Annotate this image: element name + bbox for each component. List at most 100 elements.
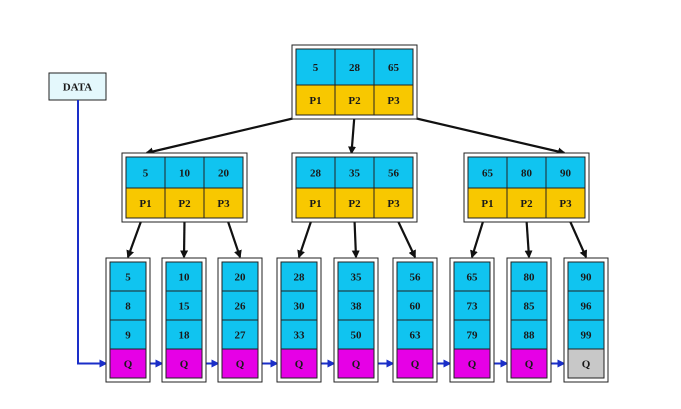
leaf-q-1: Q	[165, 348, 203, 379]
leaf-q-4: Q	[337, 348, 375, 379]
internal-key-0-2-label: 20	[218, 168, 230, 180]
leaf-key-3-2-label: 33	[294, 330, 306, 342]
internal-key-2-0: 65	[467, 156, 508, 189]
internal-pointer-0-2-label: P3	[217, 198, 230, 210]
leaf-key-3-2: 33	[280, 319, 318, 350]
internal-pointer-2-1-label: P2	[520, 198, 533, 210]
leaf-q-7: Q	[510, 348, 548, 379]
leaf-key-1-0: 10	[165, 261, 203, 292]
internal-pointer-0-2: P3	[203, 187, 244, 219]
leaf-node-2: 20 26 27Q	[217, 257, 263, 383]
root-pointer-0-label: P1	[309, 95, 321, 107]
leaf-key-7-2-bg	[510, 319, 548, 350]
internal-pointer-1-0: P1	[295, 187, 336, 219]
internal-key-0-1: 10	[164, 156, 205, 189]
leaf-key-8-2-label: 99	[581, 330, 593, 342]
leaf-key-4-2-bg	[337, 319, 375, 350]
leaf-key-8-0-label: 90	[581, 272, 593, 284]
internal-pointer-1-1: P2	[334, 187, 375, 219]
internal-pointer-1-0-label: P1	[309, 198, 321, 210]
internal-key-0-1-label: 10	[179, 168, 191, 180]
leaf-key-2-2-label: 27	[235, 330, 247, 342]
leaf-q-7-label: Q	[525, 359, 534, 371]
leaf-key-0-0: 5	[109, 261, 147, 292]
leaf-key-5-0-label: 56	[410, 272, 422, 284]
leaf-q-6-label: Q	[468, 359, 477, 371]
internal-pointer-1-1-label: P2	[348, 198, 361, 210]
leaf-key-7-0: 80	[510, 261, 548, 292]
internal-pointer-2-0-label: P1	[481, 198, 493, 210]
leaf-key-0-2-bg	[109, 319, 147, 350]
leaf-key-2-1-bg	[221, 290, 259, 321]
leaf-key-2-1: 26	[221, 290, 259, 321]
leaf-key-6-2: 79	[453, 319, 491, 350]
leaf-key-0-1-label: 8	[125, 301, 131, 313]
internal-key-2-2-label: 90	[560, 168, 572, 180]
leaf-q-1-bg	[165, 348, 203, 379]
internal-pointer-2-1: P2	[506, 187, 547, 219]
leaf-key-7-2-label: 88	[524, 330, 536, 342]
leaf-key-4-0: 35	[337, 261, 375, 292]
leaf-key-7-1: 85	[510, 290, 548, 321]
leaf-key-3-0-bg	[280, 261, 318, 292]
internal-key-1-1: 35	[334, 156, 375, 189]
leaf-q-5: Q	[396, 348, 434, 379]
root-pointer-1: P2	[334, 84, 375, 116]
leaf-key-2-2-bg	[221, 319, 259, 350]
leaf-key-3-2-bg	[280, 319, 318, 350]
leaf-q-2-bg	[221, 348, 259, 379]
leaf-q-8: Q	[567, 348, 605, 379]
internal-arrow-1-1	[351, 219, 360, 259]
internal-pointer-1-2-bg	[373, 187, 414, 219]
leaf-key-5-2-bg	[396, 319, 434, 350]
leaf-key-5-1-bg	[396, 290, 434, 321]
internal-key-0-1-bg	[164, 156, 205, 189]
leaf-q-4-bg	[337, 348, 375, 379]
leaf-key-4-2-label: 50	[351, 330, 363, 342]
leaf-key-7-0-bg	[510, 261, 548, 292]
leaf-q-0-bg	[109, 348, 147, 379]
internal-pointer-2-0: P1	[467, 187, 508, 219]
leaf-key-1-2-label: 18	[179, 330, 191, 342]
leaf-key-4-2: 50	[337, 319, 375, 350]
leaf-q-3-bg	[280, 348, 318, 379]
leaf-key-3-0-label: 28	[294, 272, 306, 284]
leaf-key-4-1: 38	[337, 290, 375, 321]
internal-key-1-2: 56	[373, 156, 414, 189]
leaf-key-5-2-label: 63	[410, 330, 422, 342]
leaf-key-5-1-label: 60	[410, 301, 422, 313]
internal-arrow-0-2	[226, 219, 242, 259]
internal-key-1-1-label: 35	[349, 168, 361, 180]
internal-key-2-1-label: 80	[521, 168, 533, 180]
leaf-key-2-0-label: 20	[235, 272, 247, 284]
leaf-key-4-1-label: 38	[351, 301, 363, 313]
root-pointer-2-bg	[373, 84, 414, 116]
leaf-key-8-2: 99	[567, 319, 605, 350]
leaf-q-0: Q	[109, 348, 147, 379]
leaf-key-0-0-label: 5	[125, 272, 131, 284]
leaf-key-8-2-bg	[567, 319, 605, 350]
leaf-key-8-0-bg	[567, 261, 605, 292]
leaf-key-6-2-label: 79	[467, 330, 479, 342]
root-key-1-label: 28	[349, 62, 361, 74]
leaf-q-2: Q	[221, 348, 259, 379]
leaf-q-6: Q	[453, 348, 491, 379]
internal-key-2-0-label: 65	[482, 168, 494, 180]
leaf-key-6-1: 73	[453, 290, 491, 321]
root-pointer-0-bg	[295, 84, 336, 116]
leaf-q-6-bg	[453, 348, 491, 379]
leaf-q-4-label: Q	[352, 359, 361, 371]
root-pointer-0: P1	[295, 84, 336, 116]
root-key-2-label: 65	[388, 62, 400, 74]
leaf-q-0-label: Q	[124, 359, 133, 371]
root-arrow-1	[348, 114, 356, 155]
internal-pointer-2-2: P3	[545, 187, 586, 219]
